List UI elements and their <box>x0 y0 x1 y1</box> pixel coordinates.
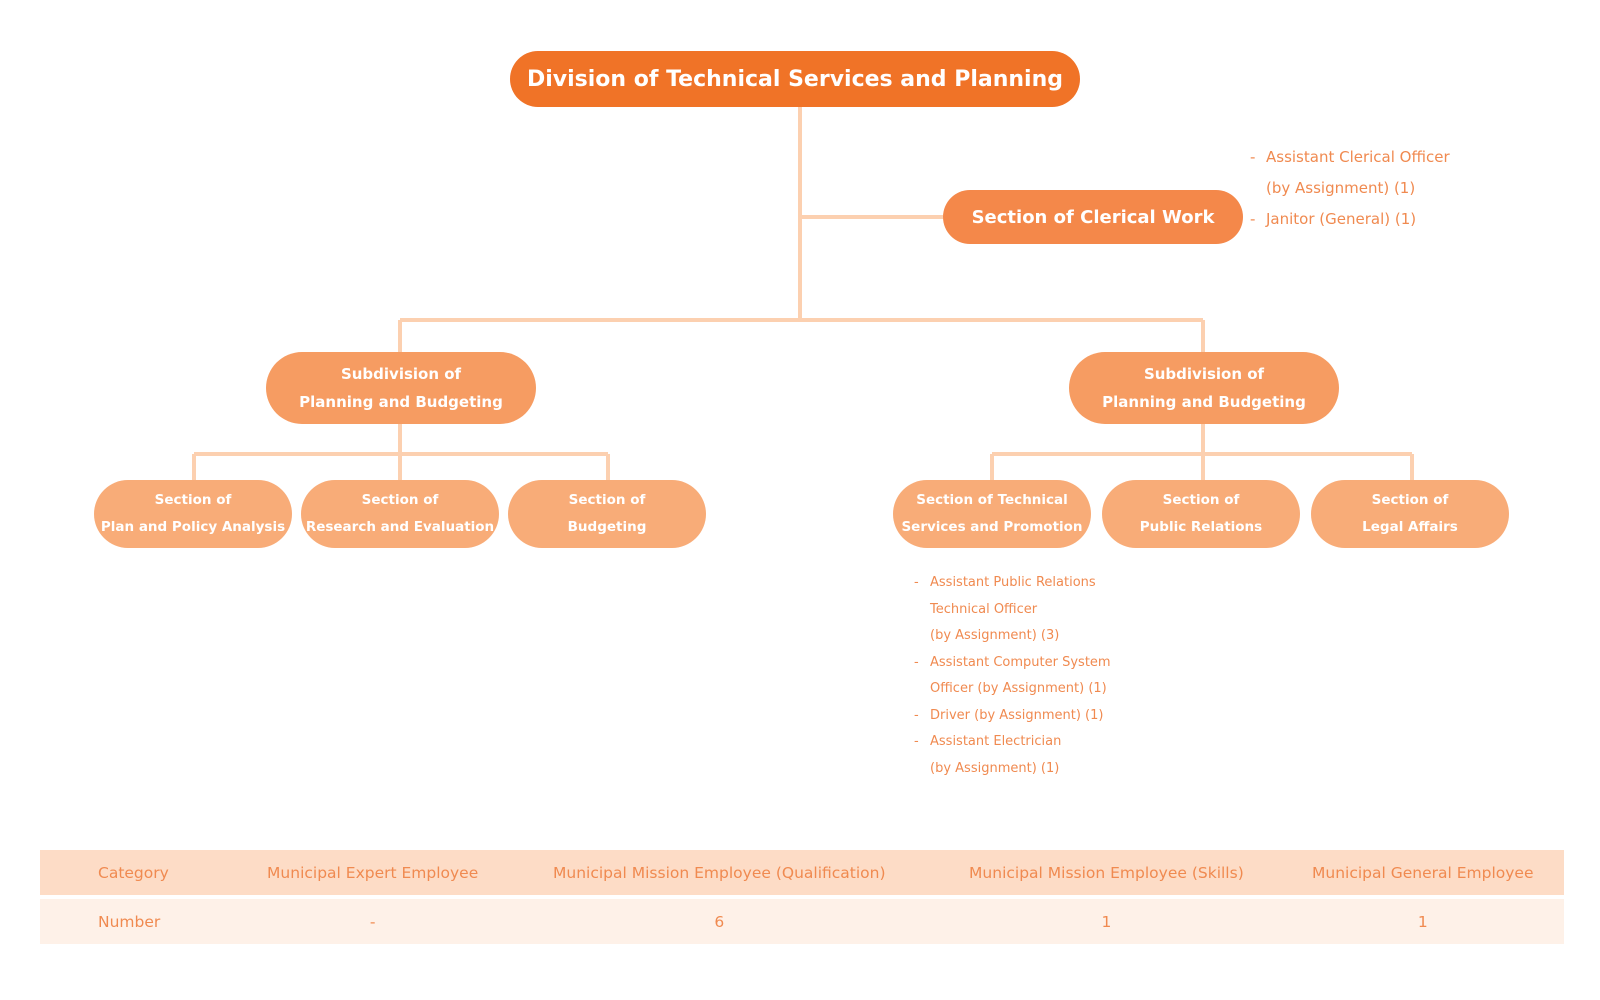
section-legal-affairs: Section of Legal Affairs <box>1311 480 1509 548</box>
staff-line: Assistant Public Relations <box>930 575 1096 590</box>
section-research-evaluation: Section of Research and Evaluation <box>301 480 499 548</box>
subdivision-label-line: Planning and Budgeting <box>299 393 503 411</box>
technical-staff-item: -Driver (by Assignment) (1) <box>914 703 1111 730</box>
staff-summary-table: Category Municipal Expert Employee Munic… <box>40 850 1564 944</box>
bullet-dash: - <box>914 575 919 590</box>
section-budgeting: Section of Budgeting <box>508 480 706 548</box>
table-header-cell: Municipal Expert Employee <box>267 863 479 882</box>
table-header-cell: Municipal Mission Employee (Skills) <box>969 863 1244 882</box>
clerical-staff-item: -Janitor (General) (1) <box>1250 204 1450 235</box>
bullet-dash: - <box>914 654 919 670</box>
section-label-line: Section of <box>154 492 232 508</box>
section-plan-policy-analysis: Section of Plan and Policy Analysis <box>94 480 292 548</box>
section-label-line: Section of <box>361 492 439 508</box>
table-cell: 1 <box>1417 912 1428 931</box>
subdivision-label-line: Subdivision of <box>1143 365 1265 383</box>
clerical-staff-item: -Assistant Clerical Officer (by Assignme… <box>1250 142 1450 204</box>
section-label-line: Section of <box>1162 492 1240 508</box>
section-label-line: Research and Evaluation <box>305 519 495 535</box>
staff-line: Assistant Clerical Officer <box>1266 148 1450 166</box>
section-label-line: Section of <box>1371 492 1449 508</box>
subdivision-node-right: Subdivision of Planning and Budgeting <box>1069 352 1339 424</box>
section-label-line: Budgeting <box>567 519 647 535</box>
clerical-section-label: Section of Clerical Work <box>971 206 1215 228</box>
section-public-relations: Section of Public Relations <box>1102 480 1300 548</box>
staff-line: (by Assignment) (1) <box>930 760 1060 776</box>
table-cell: - <box>369 912 376 931</box>
table-header-cell: Category <box>98 863 169 882</box>
staff-line: (by Assignment) (1) <box>1266 179 1416 197</box>
staff-line: (by Assignment) (3) <box>930 628 1060 643</box>
subdivision-label-line: Subdivision of <box>340 365 462 383</box>
clerical-staff-list: -Assistant Clerical Officer (by Assignme… <box>1250 142 1450 235</box>
clerical-section-node: Section of Clerical Work <box>943 190 1243 244</box>
section-label-line: Services and Promotion <box>901 519 1083 535</box>
bullet-dash: - <box>914 707 919 723</box>
staff-line: Assistant Electrician <box>930 734 1062 749</box>
staff-line: Janitor (General) (1) <box>1266 210 1417 228</box>
section-label-line: Legal Affairs <box>1362 519 1458 535</box>
division-label: Division of Technical Services and Plann… <box>526 66 1063 92</box>
section-label-line: Public Relations <box>1139 519 1263 535</box>
technical-staff-item: -Assistant Computer System Officer (by A… <box>914 650 1111 703</box>
table-cell: 6 <box>714 912 725 931</box>
technical-staff-item: -Assistant Electrician (by Assignment) (… <box>914 729 1111 782</box>
staff-line: Assistant Computer System <box>930 654 1111 670</box>
subdivision-label-line: Planning and Budgeting <box>1102 393 1306 411</box>
table-header-cell: Municipal General Employee <box>1312 863 1534 882</box>
subdivision-node-left: Subdivision of Planning and Budgeting <box>266 352 536 424</box>
staff-line: Officer (by Assignment) (1) <box>930 681 1107 696</box>
technical-staff-list: -Assistant Public Relations Technical Of… <box>914 570 1111 782</box>
table-row: Number - 6 1 1 <box>40 899 1564 944</box>
bullet-dash: - <box>1250 148 1256 166</box>
table-spacer-row <box>40 895 1564 899</box>
table-cell: Number <box>98 912 161 931</box>
table-cell: 1 <box>1101 912 1112 931</box>
table-header-row: Category Municipal Expert Employee Munic… <box>40 850 1564 895</box>
staff-line: Driver (by Assignment) (1) <box>930 707 1104 723</box>
bullet-dash: - <box>914 734 919 749</box>
staff-line: Technical Officer <box>930 601 1038 617</box>
table-spacer-cell <box>40 895 1564 899</box>
bullet-dash: - <box>1250 210 1256 228</box>
section-label-line: Section of Technical <box>916 492 1068 508</box>
section-label-line: Plan and Policy Analysis <box>100 519 286 535</box>
technical-staff-item: -Assistant Public Relations Technical Of… <box>914 570 1111 650</box>
section-label-line: Section of <box>568 492 646 508</box>
division-node: Division of Technical Services and Plann… <box>510 51 1080 107</box>
table-header-cell: Municipal Mission Employee (Qualificatio… <box>553 863 886 882</box>
section-technical-services-promotion: Section of Technical Services and Promot… <box>893 480 1091 548</box>
